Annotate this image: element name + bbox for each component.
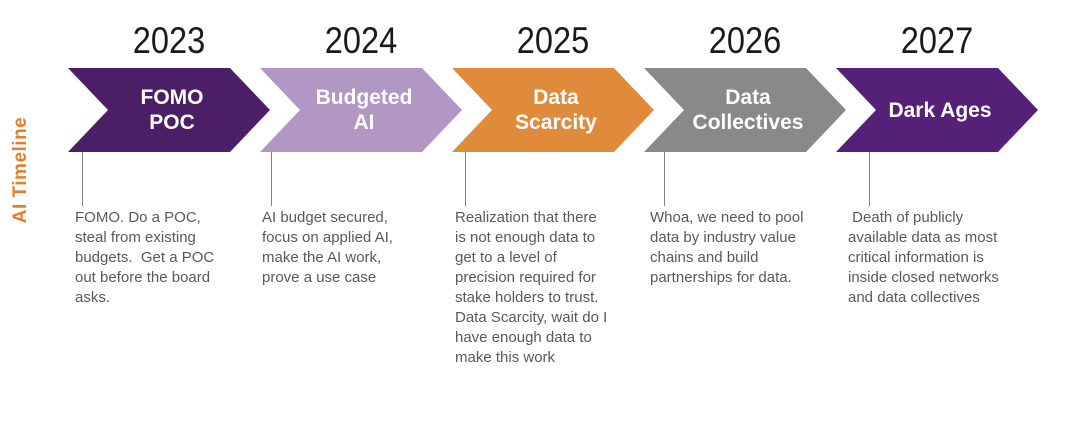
connector-line — [82, 152, 83, 206]
timeline-stage-2024: 2024 Budgeted AI AI budget secured, focu… — [260, 0, 466, 443]
stage-description: Realization that there is not enough dat… — [455, 209, 608, 366]
stage-arrow-label: Budgeted AI — [315, 86, 413, 134]
stage-arrow-label: Data Scarcity — [515, 86, 597, 134]
timeline-stage-2027: 2027 Dark Ages Death of publicly availab… — [836, 0, 1042, 443]
year-label: 2023 — [132, 20, 206, 61]
connector-line — [664, 152, 665, 206]
stage-description: FOMO. Do a POC, steal from existing budg… — [75, 209, 215, 306]
chevron-arrow: Data Collectives — [644, 68, 846, 152]
year-label: 2027 — [900, 20, 974, 61]
year-label: 2025 — [516, 20, 590, 61]
stage-description: Death of publicly available data as most… — [848, 209, 999, 306]
timeline-stage-2026: 2026 Data Collectives Whoa, we need to p… — [644, 0, 850, 443]
chevron-arrow: Dark Ages — [836, 68, 1038, 152]
year-label: 2026 — [708, 20, 782, 61]
stage-description: AI budget secured, focus on applied AI, … — [262, 209, 393, 286]
stage-description: Whoa, we need to pool data by industry v… — [650, 209, 804, 286]
connector-line — [465, 152, 466, 206]
timeline-stage-2023: 2023 FOMO POC FOMO. Do a POC, steal from… — [68, 0, 274, 443]
stage-arrow-label: Dark Ages — [888, 98, 992, 122]
timeline-stage-2025: 2025 Data Scarcity Realization that ther… — [452, 0, 658, 443]
connector-line — [869, 152, 870, 206]
timeline-axis-label: AI Timeline — [10, 116, 31, 224]
connector-line — [271, 152, 272, 206]
chevron-arrow: FOMO POC — [68, 68, 270, 152]
year-label: 2024 — [324, 20, 398, 61]
stage-arrow-label: Data Collectives — [692, 86, 804, 134]
chevron-arrow: Data Scarcity — [452, 68, 654, 152]
stage-arrow-label: FOMO POC — [140, 86, 204, 134]
chevron-arrow: Budgeted AI — [260, 68, 462, 152]
